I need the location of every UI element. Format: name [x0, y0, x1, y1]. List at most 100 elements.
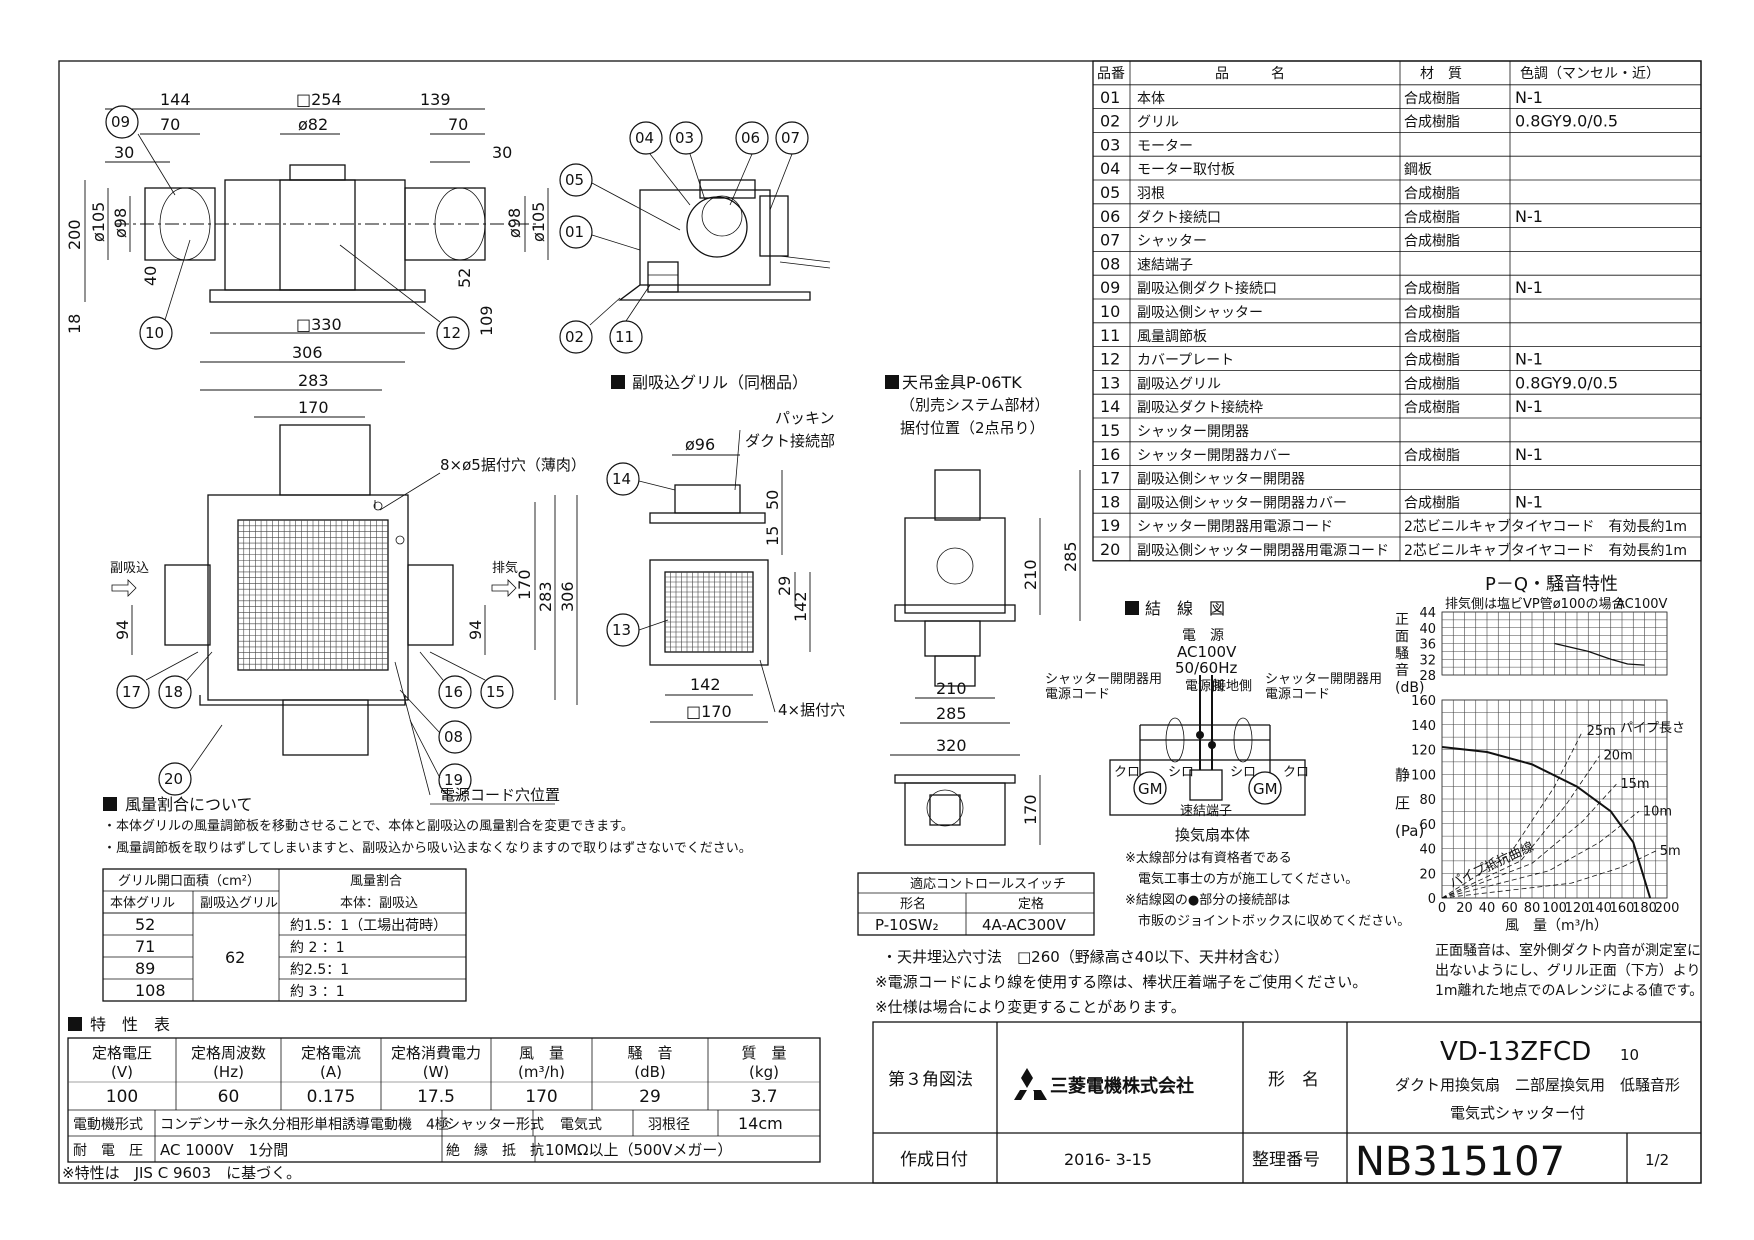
install-note-2: ※電源コードにより線を使用する際は、棒状圧着端子をご使用ください。	[875, 973, 1367, 991]
install-note-3: ※仕様は場合により変更することがあります。	[875, 998, 1186, 1016]
pipe-curve-label: 15m	[1620, 777, 1649, 792]
airflow-sub-main: 本体グリル	[110, 896, 175, 911]
spec-value: 170	[525, 1087, 557, 1107]
pipe-curve-label: 5m	[1660, 844, 1681, 859]
front-view: 144 □254 139 70 ø82 70 30 30 □330 200 ø1…	[65, 90, 549, 350]
parts-no: 11	[1100, 326, 1120, 345]
parts-name: ダクト接続口	[1137, 209, 1221, 226]
hanger-view: 天吊金具P-06TK （別売システム部材） 据付位置（2点吊り） 210 285…	[885, 373, 1081, 846]
install-notes: ・天井埋込穴寸法 □260（野縁高さ40以下、天井材含む） ※電源コードにより線…	[875, 948, 1367, 1016]
withstand-voltage-label: 耐 電 圧	[73, 1143, 143, 1159]
pipe-curve-label: 20m	[1604, 749, 1633, 764]
pipe-curve-15m	[1441, 783, 1617, 899]
dim-283-top: 283	[298, 371, 329, 390]
dim-98-left: ø98	[111, 208, 130, 238]
parts-no: 17	[1100, 469, 1120, 488]
callout-11: 11	[615, 328, 634, 346]
spec-unit: (dB)	[634, 1063, 666, 1081]
pressure-axis-label: 静	[1395, 766, 1410, 784]
parts-no: 15	[1100, 421, 1120, 440]
pressure-tick-label: 120	[1411, 744, 1436, 759]
noise-tick-label: 40	[1419, 622, 1436, 637]
dim-142-v: 142	[791, 591, 810, 622]
callout-05: 05	[565, 171, 584, 189]
spec-header: 定格消費電力	[391, 1044, 481, 1062]
spec-table-frame	[67, 1037, 821, 1163]
dim-94-left: 94	[113, 620, 132, 640]
parts-name: モーター	[1137, 138, 1193, 154]
parts-name: 副吸込側ダクト接続口	[1137, 280, 1277, 297]
parts-name: シャッター開閉器カバー	[1137, 448, 1291, 464]
parts-name: 速結端子	[1137, 257, 1193, 273]
power-label: 電 源	[1182, 628, 1224, 644]
wiring-title: 結 線 図	[1145, 599, 1225, 618]
sub-grille-view: 副吸込グリル（同梱品） パッキン ダクト接続部 ø96 50 15 14 29 …	[606, 373, 845, 723]
callout-08: 08	[444, 728, 463, 746]
sub-grille-title: 副吸込グリル（同梱品）	[632, 373, 808, 392]
parts-material: 合成樹脂	[1404, 400, 1460, 416]
dim-139: 139	[420, 90, 451, 109]
spec-header: 定格電圧	[92, 1044, 152, 1062]
side-label-ground: 接地側	[1213, 678, 1252, 694]
airflow-shared-value: 62	[225, 948, 245, 967]
parts-material: 鋼板	[1404, 162, 1432, 178]
callout-06: 06	[741, 129, 760, 147]
power-voltage: AC100V	[1177, 643, 1237, 661]
parts-material: 2芯ビニルキャブタイヤコード 有効長約1m	[1404, 542, 1687, 559]
parts-material: 合成樹脂	[1404, 353, 1460, 369]
parts-no: 03	[1100, 135, 1120, 154]
parts-name: 副吸込側シャッター	[1137, 305, 1263, 321]
cord-left-2: 電源コード	[1045, 687, 1110, 702]
dim-306-top: 306	[292, 343, 323, 362]
parts-name: モーター取付板	[1137, 162, 1235, 178]
dim-105-left: ø105	[89, 202, 108, 242]
noise-axis-label: 正	[1395, 612, 1409, 628]
hanger-sub1: （別売システム部材）	[900, 396, 1050, 414]
airflow-note-2: ・風量調節板を取りはずしてしまいますと、副吸込から吸い込まなくなりますので取りは…	[103, 841, 752, 856]
callout-04: 04	[635, 129, 654, 147]
chart-footnote: 出ないようにし、グリル正面（下方）より	[1435, 963, 1700, 979]
side-view: 04 03 06 07 05 01 02 11	[559, 121, 831, 354]
pipe-length-label: パイプ長さ	[1620, 721, 1685, 736]
parts-name: シャッター開閉器用電源コード	[1137, 519, 1333, 535]
install-note-1: ・天井埋込穴寸法 □260（野縁高さ40以下、天井材含む）	[882, 948, 1289, 966]
dim-98-right: ø98	[505, 208, 524, 238]
parts-material: 2芯ビニルキャブタイヤコード 有効長約1m	[1404, 518, 1687, 535]
noise-series-line	[1554, 642, 1645, 666]
motor-left: GM	[1138, 780, 1163, 798]
terminal-label: 速結端子	[1180, 804, 1232, 819]
creation-date: 2016- 3-15	[1064, 1150, 1152, 1169]
parts-name: 副吸込ダクト接続枠	[1137, 399, 1263, 416]
dim-254: □254	[296, 90, 342, 109]
dim-105-right: ø105	[529, 202, 548, 242]
x-tick-label: 140	[1587, 901, 1612, 916]
callout-18: 18	[164, 683, 183, 701]
airflow-ratio-section: 風量割合について ・本体グリルの風量調節板を移動させることで、本体と副吸込の風量…	[102, 795, 752, 1002]
parts-material: 合成樹脂	[1404, 281, 1460, 297]
chart-title: P－Q・騒音特性	[1485, 574, 1618, 595]
parts-no: 14	[1100, 397, 1120, 416]
dim-52: 52	[455, 268, 474, 288]
pipe-curve-label: 25m	[1587, 724, 1616, 739]
parts-header: 品番	[1097, 66, 1125, 82]
parts-no: 20	[1100, 540, 1120, 559]
title-block: 第３角図法 三菱電機株式会社 形 名 VD-13ZFCD 10 ダクト用換気扇 …	[872, 1021, 1702, 1185]
parts-no: 12	[1100, 350, 1120, 369]
parts-no: 02	[1100, 112, 1120, 131]
parts-no: 13	[1100, 373, 1120, 392]
dim-30-right: 30	[492, 143, 512, 162]
parts-color: N-1	[1515, 350, 1543, 369]
callout-07: 07	[781, 129, 800, 147]
parts-name: シャッター	[1137, 234, 1207, 250]
parts-material: 合成樹脂	[1404, 329, 1460, 345]
callout-10: 10	[145, 324, 164, 342]
parts-name: 風量調節板	[1137, 328, 1207, 345]
cord-left-1: シャッター開閉器用	[1045, 672, 1162, 687]
pq-series-line	[1441, 746, 1652, 899]
parts-color: N-1	[1515, 207, 1543, 226]
spec-section: 特 性 表 定格電圧(V)100定格周波数(Hz)60定格電流(A)0.175定…	[62, 1015, 821, 1182]
parts-material: 合成樹脂	[1404, 305, 1460, 321]
wire-color-4: クロ	[1283, 765, 1309, 780]
airflow-ratio-value: 約 3 ：1	[290, 984, 345, 1000]
wiring-note-2: 電気工事士の方が施工してください。	[1138, 871, 1358, 887]
